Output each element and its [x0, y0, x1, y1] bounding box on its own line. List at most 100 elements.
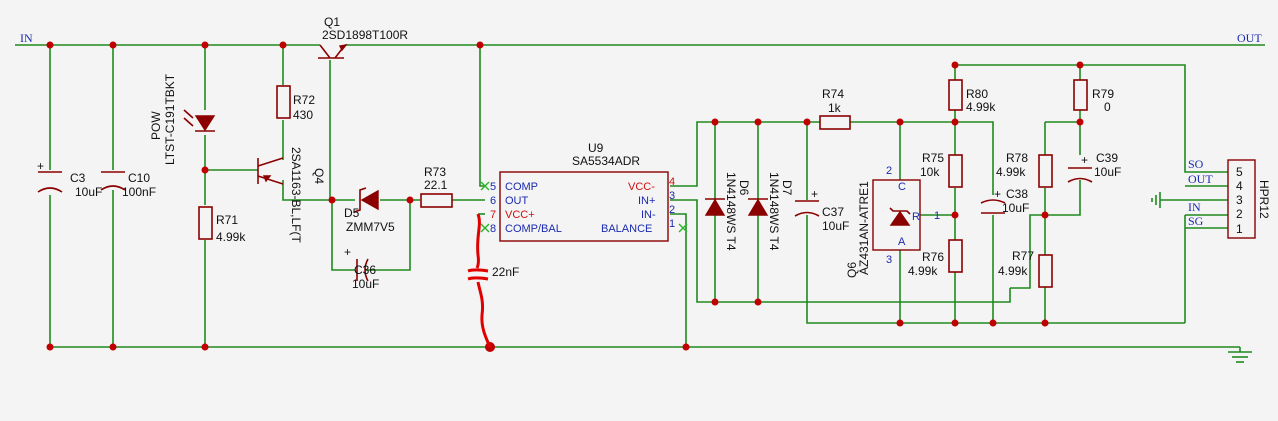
- svg-text:IN-: IN-: [641, 209, 656, 221]
- svg-text:SO: SO: [1188, 157, 1204, 171]
- svg-text:2: 2: [669, 204, 675, 216]
- svg-text:7: 7: [490, 209, 496, 221]
- u9-pin-7[interactable]: 7 VCC+: [490, 209, 535, 221]
- hpr-ref: HPR12: [1257, 180, 1271, 219]
- svg-text:VCC-: VCC-: [628, 181, 655, 193]
- svg-text:VCC+: VCC+: [505, 209, 535, 221]
- svg-text:COMP: COMP: [505, 181, 538, 193]
- shunt-regulator-q6[interactable]: C R A 2 1 3 Q6 AZ431AN-ATRE1: [845, 165, 940, 278]
- resistor-r80[interactable]: R80 4.99k: [948, 79, 996, 114]
- svg-text:6: 6: [490, 195, 496, 207]
- svg-text:4: 4: [669, 176, 675, 188]
- svg-text:IN: IN: [1188, 200, 1201, 214]
- u9-pin-4[interactable]: 4 VCC-: [628, 176, 675, 193]
- transistor-q1[interactable]: Q1 2SD1898T100R: [318, 15, 408, 59]
- d6-value: 1N4148WS T4: [724, 172, 738, 251]
- hpr-pin-5[interactable]: 5 SO: [1188, 157, 1243, 179]
- capacitor-c39[interactable]: + C39 10uF: [1067, 151, 1121, 183]
- d7-ref: D7: [780, 180, 794, 196]
- diode-d7[interactable]: D7 1N4148WS T4: [747, 172, 794, 251]
- r72-ref: R72: [293, 93, 315, 107]
- svg-text:OUT: OUT: [505, 195, 529, 207]
- u9-value: SA5534ADR: [572, 154, 640, 168]
- no-connect-marks: [480, 181, 688, 233]
- d7-value: 1N4148WS T4: [767, 172, 781, 251]
- resistor-r71[interactable]: R71 4.99k: [198, 206, 246, 244]
- resistor-r79[interactable]: R79 0: [1073, 79, 1114, 114]
- c37-ref: C37: [822, 205, 844, 219]
- hpr-pin-1[interactable]: 1: [1236, 222, 1243, 236]
- transistor-q4[interactable]: Q4 2SA1163-BL,LF(T: [257, 147, 326, 243]
- capacitor-c37[interactable]: + C37 10uF: [794, 187, 849, 233]
- resistor-r75[interactable]: R75 10k: [920, 151, 963, 188]
- svg-text:1: 1: [934, 210, 940, 222]
- resistor-r76[interactable]: R76 4.99k: [908, 239, 963, 278]
- r80-value: 4.99k: [966, 100, 996, 114]
- connector-hpr12[interactable]: HPR12 5 SO 4 OUT 3 IN 2 SG 1: [1188, 157, 1271, 239]
- svg-text:A: A: [898, 236, 906, 248]
- hpr-pin-3[interactable]: 3 IN: [1188, 193, 1243, 214]
- q4-value: 2SA1163-BL,LF(T: [289, 147, 303, 243]
- r73-ref: R73: [424, 165, 446, 179]
- hand-cap-value: 22nF: [492, 265, 519, 279]
- c36-ref: C36: [354, 263, 376, 277]
- zener-d5[interactable]: D5 ZMM7V5: [344, 187, 395, 234]
- c10-value: 100nF: [122, 185, 156, 199]
- c10-ref: C10: [128, 171, 150, 185]
- capacitor-c10[interactable]: C10 100nF: [100, 171, 156, 199]
- u9-pin-6[interactable]: 6 OUT: [490, 195, 529, 207]
- svg-text:2: 2: [1236, 207, 1243, 221]
- svg-text:OUT: OUT: [1188, 172, 1213, 186]
- u9-pin-1[interactable]: 1 BALANCE: [601, 218, 675, 235]
- r77-value: 4.99k: [998, 264, 1028, 278]
- resistor-r74[interactable]: R74 1k: [819, 87, 851, 130]
- svg-text:+: +: [1081, 153, 1088, 167]
- resistor-r73[interactable]: R73 22.1: [420, 165, 453, 208]
- r76-ref: R76: [922, 250, 944, 264]
- resistor-r78[interactable]: R78 4.99k: [996, 151, 1053, 188]
- r80-ref: R80: [966, 87, 988, 101]
- svg-text:BALANCE: BALANCE: [601, 223, 652, 235]
- r74-value: 1k: [828, 101, 842, 115]
- svg-text:C: C: [898, 181, 906, 193]
- svg-text:+: +: [994, 187, 1001, 201]
- svg-text:IN+: IN+: [638, 195, 655, 207]
- svg-text:1: 1: [1236, 222, 1243, 236]
- svg-text:+: +: [344, 245, 351, 259]
- c38-ref: C38: [1006, 187, 1028, 201]
- q6-value: AZ431AN-ATRE1: [857, 181, 871, 275]
- hpr-pin-2[interactable]: 2 SG: [1188, 207, 1243, 228]
- svg-text:3: 3: [669, 190, 675, 202]
- r72-value: 430: [293, 108, 313, 122]
- u9-pin-3[interactable]: 3 IN+: [638, 190, 675, 207]
- resistor-r72[interactable]: R72 430: [276, 85, 315, 122]
- c3-ref: C3: [70, 171, 86, 185]
- r79-value: 0: [1104, 100, 1111, 114]
- led-pow[interactable]: POW LTST-C191TBKT: [149, 73, 216, 165]
- net-label-in: IN: [20, 31, 33, 45]
- u9-pin-8[interactable]: 8 COMP/BAL: [490, 223, 562, 235]
- junction-dots: [46, 41, 1084, 352]
- u9-pin-2[interactable]: 2 IN-: [641, 204, 675, 221]
- capacitor-c38[interactable]: + C38 10uF: [980, 187, 1029, 215]
- svg-text:+: +: [37, 159, 44, 173]
- r71-value: 4.99k: [216, 230, 246, 244]
- net-label-out: OUT: [1237, 31, 1262, 45]
- c39-value: 10uF: [1094, 165, 1121, 179]
- d5-ref: D5: [344, 206, 360, 220]
- c36-value: 10uF: [352, 277, 379, 291]
- u9-pin-5[interactable]: 5 COMP: [490, 181, 538, 193]
- svg-text:4: 4: [1236, 179, 1243, 193]
- diode-d6[interactable]: D6 1N4148WS T4: [704, 172, 751, 251]
- svg-text:3: 3: [1236, 193, 1243, 207]
- hand-drawn-capacitor-22nf[interactable]: 22nF: [467, 213, 519, 348]
- pow-value: LTST-C191TBKT: [163, 73, 177, 165]
- capacitor-c36[interactable]: + C36 10uF: [344, 245, 379, 291]
- hpr-pin-4[interactable]: 4 OUT: [1188, 172, 1243, 193]
- c37-value: 10uF: [822, 219, 849, 233]
- opamp-u9[interactable]: U9 SA5534ADR 5 COMP 6 OUT 7 VCC+ 8 COMP/…: [480, 141, 688, 242]
- capacitor-c3[interactable]: + C3 10uF: [37, 159, 102, 199]
- resistor-r77[interactable]: R77 4.99k: [998, 249, 1053, 288]
